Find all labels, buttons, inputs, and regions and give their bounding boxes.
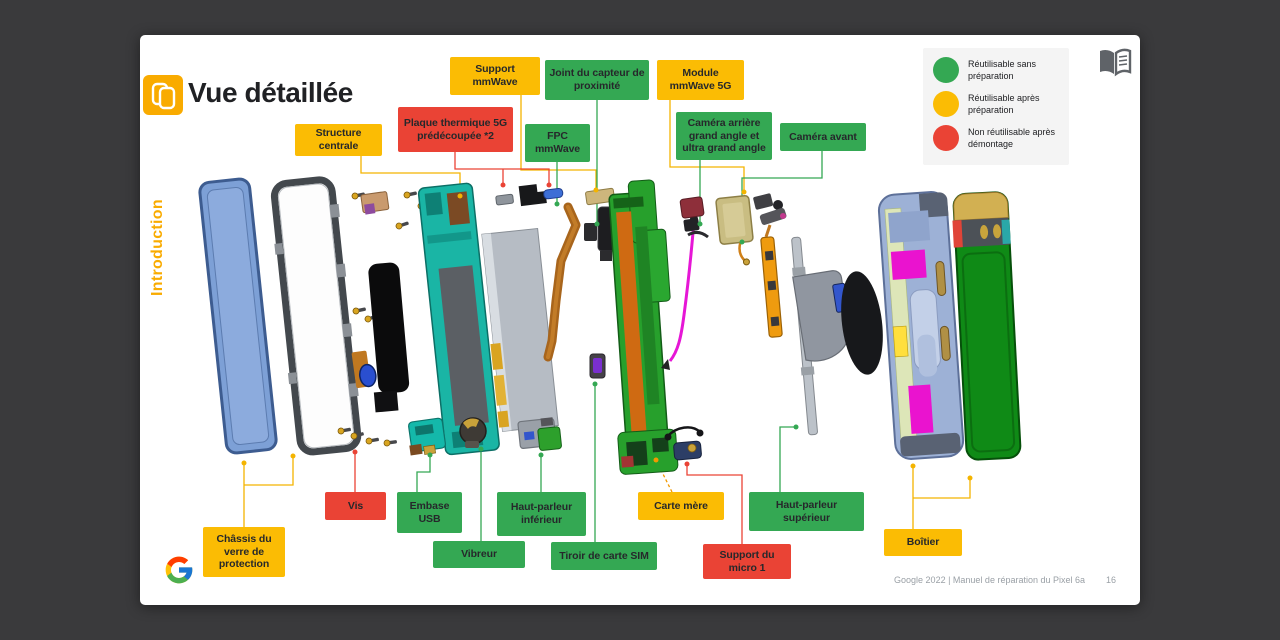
- part-battery: [368, 262, 410, 413]
- part-label-joint-capteur-proximite: Joint du capteur de proximité: [545, 60, 649, 100]
- part-back-cover: [952, 191, 1022, 461]
- part-label-carte-mere: Carte mère: [638, 492, 724, 520]
- part-label-support-micro-1: Support du micro 1: [703, 544, 791, 579]
- part-side-button-flex: [753, 193, 787, 338]
- part-thermal-plates: [495, 184, 564, 207]
- legend-item: Réutilisable après préparation: [933, 91, 1059, 117]
- part-vibrator: [459, 417, 487, 448]
- green-dot-icon: [933, 57, 959, 83]
- part-label-fpc-mmwave: FPC mmWave: [525, 124, 590, 162]
- legend-item: Réutilisable sans préparation: [933, 57, 1059, 83]
- part-central-structure: [417, 182, 500, 456]
- leader-lines: [243, 95, 971, 544]
- reusability-legend: Réutilisable sans préparation Réutilisab…: [923, 48, 1069, 165]
- part-usb-connector: [407, 417, 447, 456]
- part-fpc-mmwave-ribbon-highlight: [546, 205, 578, 359]
- page-title: Vue détaillée: [188, 77, 353, 108]
- part-small-bracket: [360, 191, 390, 215]
- legend-item: Non réutilisable après démontage: [933, 125, 1059, 151]
- part-charging-coil: [841, 271, 883, 375]
- part-mic-module: [664, 426, 704, 461]
- part-front-camera-module: [715, 194, 754, 266]
- footer-text: Google 2022 | Manuel de réparation du Pi…: [894, 575, 1085, 585]
- part-label-tiroir-carte-sim: Tiroir de carte SIM: [551, 542, 657, 570]
- google-logo: [165, 556, 193, 584]
- legend-label: Réutilisable après préparation: [968, 93, 1040, 115]
- phones-overlap-icon: [151, 82, 176, 110]
- part-lower-speaker: [517, 417, 562, 451]
- part-label-boitier: Boîtier: [884, 529, 962, 556]
- part-front-glass: [198, 177, 278, 455]
- part-label-camera-arriere: Caméra arrière grand angle et ultra gran…: [676, 112, 772, 160]
- repair-chapter-icon: [143, 75, 183, 115]
- legend-label: Réutilisable sans préparation: [968, 59, 1037, 81]
- legend-label: Non réutilisable après démontage: [968, 127, 1056, 149]
- part-label-vibreur: Vibreur: [433, 541, 525, 568]
- exploded-view-diagram: [198, 95, 1022, 544]
- part-motherboard: [608, 179, 679, 475]
- part-rear-camera: [679, 196, 709, 239]
- slide-canvas: Introduction Vue détaillée Réutilisable …: [140, 35, 1140, 605]
- red-dot-icon: [933, 125, 959, 151]
- page-number: 16: [1106, 575, 1117, 585]
- part-label-vis: Vis: [325, 492, 386, 520]
- part-label-chassis-verre: Châssis du verre de protection: [203, 527, 285, 577]
- part-label-plaque-thermique-5g: Plaque thermique 5G prédécoupée *2: [398, 107, 513, 152]
- part-label-structure-centrale: Structure centrale: [295, 124, 382, 156]
- part-label-support-mmwave: Support mmWave: [450, 57, 540, 95]
- book-icon: [1100, 48, 1132, 77]
- part-label-embase-usb: Embase USB: [397, 492, 462, 533]
- yellow-dot-icon: [933, 91, 959, 117]
- part-label-module-mmwave-5g: Module mmWave 5G: [657, 60, 744, 100]
- part-sim-tray: [589, 353, 606, 379]
- part-display-panel: [481, 227, 559, 432]
- part-flex-cable: [351, 350, 377, 388]
- part-label-haut-parleur-inferieur: Haut-parleur inférieur: [497, 492, 586, 536]
- part-label-haut-parleur-superieur: Haut-parleur supérieur: [749, 492, 864, 531]
- part-label-camera-avant: Caméra avant: [780, 123, 866, 151]
- part-midframe-housing: [877, 191, 965, 460]
- leader-dots: [241, 182, 973, 481]
- part-display-frame: [270, 176, 362, 456]
